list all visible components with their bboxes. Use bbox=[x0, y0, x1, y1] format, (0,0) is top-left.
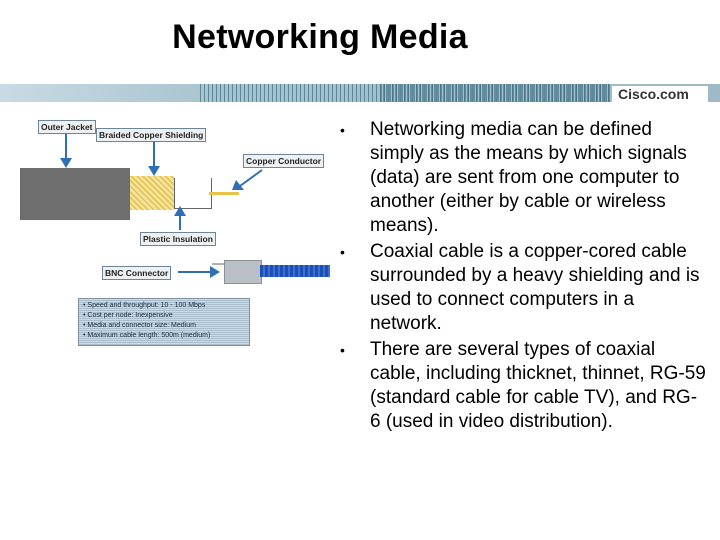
copper-conductor-graphic bbox=[209, 192, 239, 195]
spec-line: • Media and connector size: Medium bbox=[83, 322, 196, 329]
copper-conductor-label: Copper Conductor bbox=[243, 154, 325, 168]
bnc-connector-graphic bbox=[224, 260, 262, 284]
bullet-item: There are several types of coaxial cable… bbox=[336, 338, 706, 434]
spec-line: • Maximum cable length: 500m (medium) bbox=[83, 332, 211, 339]
slide-title: Networking Media bbox=[172, 18, 468, 56]
braided-shielding-graphic bbox=[130, 176, 174, 210]
spec-line: • Cost per node: Inexpensive bbox=[83, 312, 173, 319]
bullet-list: Networking media can be defined simply a… bbox=[336, 118, 706, 436]
bullet-item: Coaxial cable is a copper-cored cable su… bbox=[336, 240, 706, 336]
header-stripes-dark bbox=[380, 84, 610, 102]
specs-box: • Speed and throughput: 10 - 100 Mbps • … bbox=[78, 298, 250, 346]
bnc-connector-label: BNC Connector bbox=[102, 266, 172, 280]
outer-jacket-graphic bbox=[20, 168, 130, 220]
outer-jacket-label: Outer Jacket bbox=[38, 120, 96, 134]
bullet-item: Networking media can be defined simply a… bbox=[336, 118, 706, 238]
coax-cable-graphic bbox=[260, 265, 330, 277]
spec-line: • Speed and throughput: 10 - 100 Mbps bbox=[83, 302, 206, 309]
diagram-arrows bbox=[60, 134, 263, 278]
braided-shielding-label: Braided Copper Shielding bbox=[96, 128, 207, 142]
plastic-insulation-label: Plastic Insulation bbox=[140, 232, 216, 246]
coaxial-cable-diagram: Outer Jacket Braided Copper Shielding Co… bbox=[14, 112, 330, 352]
cisco-logo: Cisco.com bbox=[612, 86, 708, 102]
